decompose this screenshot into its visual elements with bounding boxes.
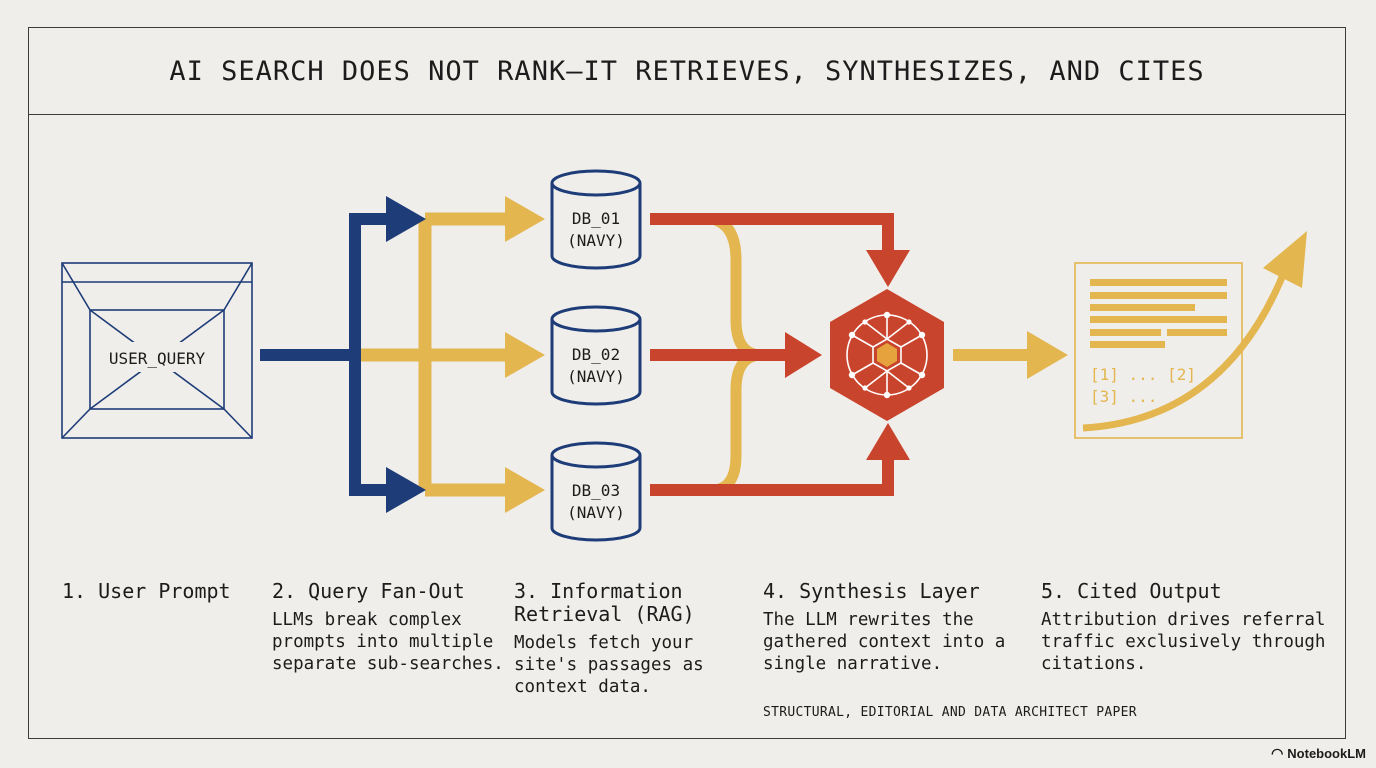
brand-name: NotebookLM [1287,746,1366,761]
step-synthesis-layer: 4. Synthesis Layer The LLM rewrites the … [763,580,1013,675]
red-retrieval-lines [650,213,894,496]
step-title: 5. Cited Output [1041,579,1222,603]
step-title: 3. Information Retrieval (RAG) [514,579,695,626]
db-03-color: (NAVY) [567,503,625,522]
step-cited-output: 5. Cited Output Attribution drives refer… [1041,580,1331,675]
diagram-frame: AI SEARCH DOES NOT RANK—IT RETRIEVES, SY… [28,27,1346,739]
output-arrow [953,331,1068,379]
navy-arrowheads [386,196,426,513]
user-query-box [61,262,253,439]
notebooklm-logo-icon: ◠ [1271,745,1284,761]
step-information-retrieval: 3. Information Retrieval (RAG) Models fe… [514,580,714,698]
db-03-name: DB_03 [572,481,620,500]
brand-mark: ◠ NotebookLM [1271,745,1366,762]
step-description: The LLM rewrites the gathered context in… [763,610,1006,674]
gold-fanout-lines [360,212,510,497]
step-query-fan-out: 2. Query Fan-Out LLMs break complex prom… [272,580,507,675]
db-01-name: DB_01 [572,209,620,228]
synthesis-hexagon-icon [830,289,944,421]
navy-fanout-lines [260,213,392,496]
red-arrowheads [785,250,910,460]
db-02-color: (NAVY) [567,367,625,386]
database-db-03 [550,441,642,542]
gold-arrowheads [505,196,545,513]
footer-caption: STRUCTURAL, EDITORIAL AND DATA ARCHITECT… [763,705,1137,720]
database-db-01 [550,169,642,270]
diagram-title: AI SEARCH DOES NOT RANK—IT RETRIEVES, SY… [169,55,1205,87]
step-title: 2. Query Fan-Out [272,579,465,603]
step-description: Attribution drives referral traffic excl… [1041,610,1326,674]
db-01-color: (NAVY) [567,231,625,250]
database-db-02 [550,305,642,406]
traffic-growth-arrow [1082,231,1307,432]
title-bar: AI SEARCH DOES NOT RANK—IT RETRIEVES, SY… [29,28,1345,115]
step-title: 4. Synthesis Layer [763,579,980,603]
db-02-name: DB_02 [572,345,620,364]
citation-line-2: [3] ... [1090,387,1157,406]
user-query-label: USER_QUERY [109,349,206,368]
step-description: LLMs break complex prompts into multiple… [272,610,504,674]
step-description: Models fetch your site's passages as con… [514,633,704,697]
citation-line-1: [1] ... [2] [1090,365,1196,384]
step-title: 1. User Prompt [62,579,231,603]
step-user-prompt: 1. User Prompt [62,580,262,609]
